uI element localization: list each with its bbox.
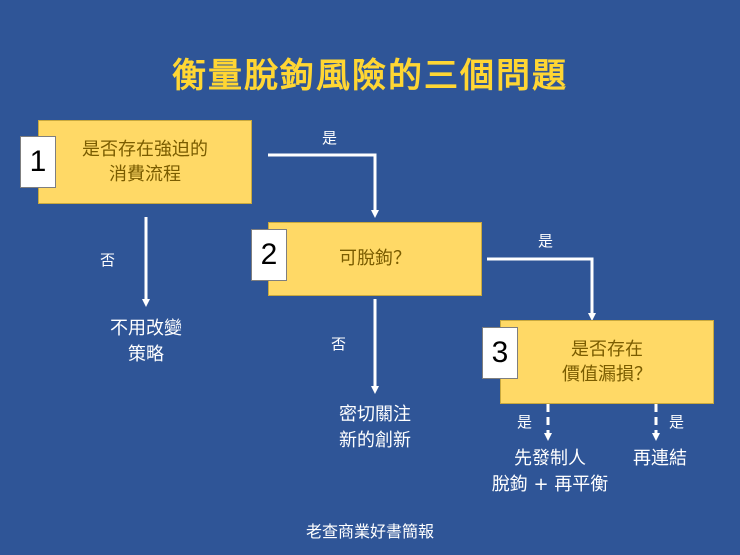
question-3-number: 3: [482, 327, 518, 379]
outcome-watch-line1: 密切關注: [339, 404, 411, 425]
q2-no-label: 否: [331, 335, 347, 353]
outcome-no-change-line1: 不用改變: [110, 318, 182, 339]
page-title: 衡量脫鉤風險的三個問題: [172, 56, 568, 96]
outcome-no-change-line2: 策略: [128, 344, 164, 366]
question-1-box: 是否存在強迫的 消費流程: [38, 120, 252, 204]
q1-no-label: 否: [100, 251, 116, 269]
outcome-watch-line2: 新的創新: [339, 430, 411, 452]
outcome-reconnect-line1: 再連結: [633, 448, 687, 469]
q2-yes-label: 是: [538, 232, 554, 250]
outcome-preempt-line1: 先發制人: [514, 448, 586, 469]
outcome-reconnect: 再連結: [610, 446, 710, 472]
question-3-line2: 價值漏損？: [562, 364, 652, 385]
question-1-line2: 消費流程: [109, 164, 181, 185]
outcome-preempt-line2: 脫鉤 + 再平衡: [491, 474, 609, 496]
question-1-line1: 是否存在強迫的: [82, 138, 208, 160]
q3-yes-left-label: 是: [517, 413, 533, 431]
outcome-watch-innovation: 密切關注 新的創新: [315, 402, 435, 454]
q1-yes-label: 是: [322, 129, 338, 147]
question-2-number: 2: [251, 229, 287, 281]
question-3-line1: 是否存在: [571, 338, 643, 360]
question-2-line1: 可脫鉤？: [339, 248, 411, 270]
outcome-no-change: 不用改變 策略: [86, 316, 206, 368]
question-2-box: 可脫鉤？: [268, 222, 482, 296]
question-1-number: 1: [20, 136, 56, 188]
q3-yes-right-label: 是: [669, 413, 685, 431]
outcome-preempt: 先發制人 脫鉤 + 再平衡: [470, 446, 630, 498]
question-3-box: 是否存在 價值漏損？: [500, 320, 714, 404]
footer-source: 老查商業好書簡報: [305, 522, 434, 541]
